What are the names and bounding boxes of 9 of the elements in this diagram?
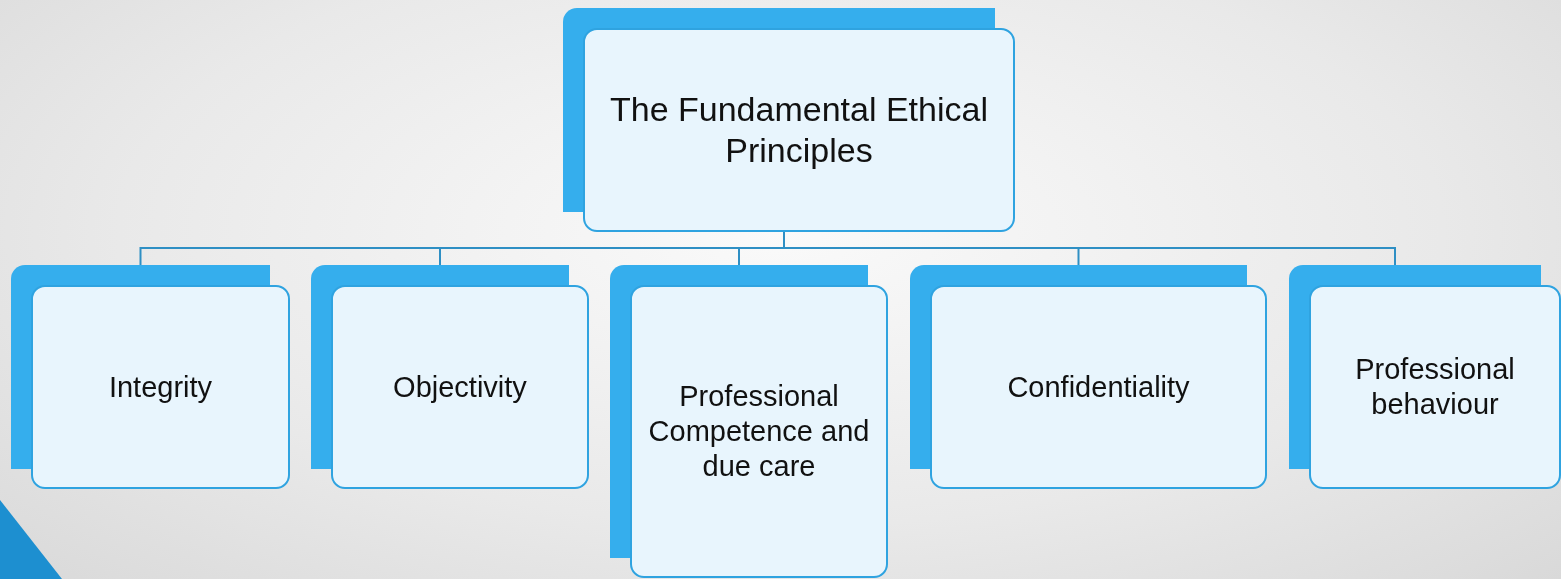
card-label: Objectivity <box>331 285 589 489</box>
card-label: Confidentiality <box>930 285 1267 489</box>
card-label: Integrity <box>31 285 290 489</box>
stacked-card <box>11 265 290 489</box>
card-label: Professional Competence and due care <box>630 285 888 578</box>
stacked-card <box>1289 265 1561 489</box>
card-label: Professional behaviour <box>1309 285 1561 489</box>
stacked-card <box>311 265 589 489</box>
card-label: The Fundamental Ethical Principles <box>583 28 1015 232</box>
